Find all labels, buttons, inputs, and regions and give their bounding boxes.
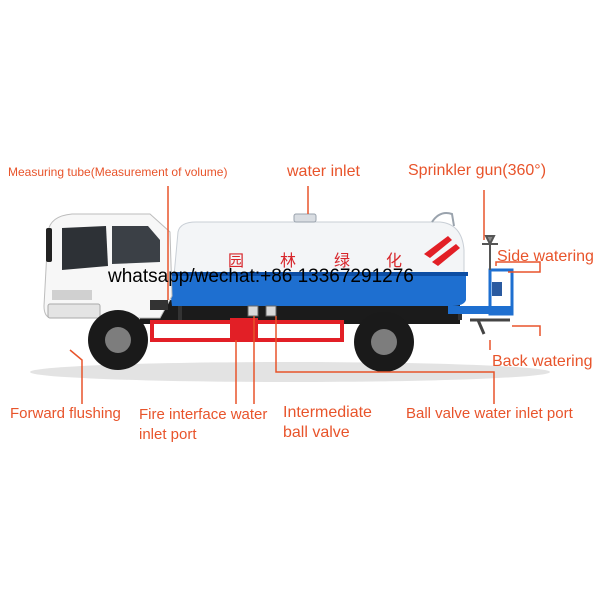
fire-interface-port	[230, 318, 258, 340]
label-forward-flushing: Forward flushing	[10, 405, 121, 422]
tank-lettering: 园 林 绿 化	[228, 251, 402, 270]
label-water-inlet: water inlet	[287, 163, 360, 180]
middle-guard	[242, 320, 344, 342]
sprinkler-gun	[482, 235, 498, 270]
label-fire-interface: Fire interface water inlet port	[139, 406, 268, 443]
sprinkler-pipe	[431, 212, 455, 227]
ball-valve-right	[265, 305, 277, 317]
rear-wheel-hub	[371, 329, 397, 355]
wheels	[88, 310, 414, 372]
contact-watermark: whatsapp/wechat:+86 13367291276	[108, 266, 414, 287]
tank-lower-blue	[168, 274, 466, 306]
rear-box	[492, 282, 502, 296]
tank-character: 化	[386, 251, 402, 270]
label-sprinkler-gun: Sprinkler gun(360°)	[408, 162, 547, 179]
leader-side-watering	[495, 261, 541, 273]
cab	[43, 213, 173, 319]
tank-character: 园	[228, 251, 244, 270]
label-ball-valve-inlet: Ball valve water inlet port	[406, 405, 573, 422]
tank-character: 林	[280, 251, 296, 270]
rear-ladder	[488, 268, 514, 316]
rear-equipment	[448, 235, 514, 335]
leader-back-watering	[489, 325, 541, 350]
label-measuring-tube: Measuring tube(Measurement of volume)	[8, 165, 228, 179]
label-intermediate-valve: Intermediate ball valve	[283, 404, 372, 441]
leader-forward-flushing	[69, 349, 83, 404]
cab-side-window	[112, 226, 160, 264]
cab-step	[150, 300, 168, 310]
side-guards	[150, 305, 344, 342]
tank-stripes	[424, 236, 460, 266]
cab-grille	[52, 290, 92, 300]
rear-platform	[448, 306, 512, 314]
label-back-watering: Back watering	[492, 353, 593, 370]
cab-mirror	[46, 228, 52, 262]
leader-ball-valve-inlet	[275, 316, 495, 404]
water-inlet-hatch	[293, 213, 317, 223]
water-tank	[166, 212, 468, 320]
tank-character: 绿	[334, 251, 350, 270]
tank-band	[166, 272, 468, 276]
front-wheel-hub	[105, 327, 131, 353]
label-side-watering: Side watering	[497, 248, 594, 265]
ball-valve-left	[247, 305, 259, 317]
leader-lines	[69, 186, 541, 404]
cab-windshield	[62, 226, 108, 270]
cab-bumper	[47, 303, 101, 319]
rear-spray-nozzle	[476, 319, 486, 335]
tank-upper-white	[173, 221, 465, 277]
